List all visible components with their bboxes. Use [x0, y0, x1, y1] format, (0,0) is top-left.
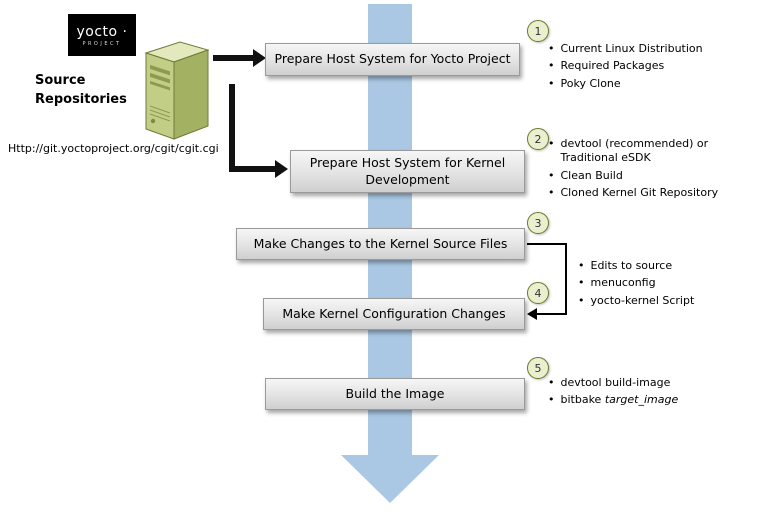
step-2-bullets: • devtool (recommended) or Traditional eS… — [548, 137, 733, 203]
step-box-3: Make Changes to the Kernel Source Files — [236, 228, 525, 260]
arrow-server-to-step1-shaft — [213, 55, 255, 61]
step-number-3: 3 — [527, 212, 549, 234]
bullet-marker: • — [548, 59, 555, 73]
step-box-5-label: Build the Image — [345, 385, 445, 401]
bullet-marker: • — [548, 137, 555, 150]
yocto-logo-text: yocto · — [76, 23, 128, 40]
bullet-item: • Poky Clone — [548, 77, 748, 91]
bullet-item: • devtool build-image — [548, 376, 748, 390]
arrow-server-to-step2-head — [275, 160, 288, 178]
bullet-marker: • — [548, 185, 555, 199]
bullet-item: • yocto-kernel Script — [578, 294, 748, 308]
bullet-item: • menuconfig — [578, 276, 748, 290]
bullet-marker: • — [548, 42, 555, 55]
bullet-marker: • — [578, 276, 585, 290]
yocto-logo-subtext: PROJECT — [82, 40, 122, 47]
bullet-text: yocto-kernel Script — [590, 293, 695, 307]
server-icon-svg — [144, 41, 210, 140]
step-number-5: 5 — [527, 357, 549, 379]
source-repositories-label: Source Repositories — [35, 72, 127, 110]
bullet-text: menuconfig — [590, 276, 656, 290]
step-box-1-label: Prepare Host System for Yocto Project — [274, 51, 511, 67]
source-repositories-url: Http://git.yoctoproject.org/cgit/cgit.cg… — [8, 142, 219, 155]
bullet-marker: • — [548, 76, 555, 90]
arrow-server-to-step2-vertical — [229, 84, 235, 172]
bracket-vertical — [565, 243, 567, 314]
bullet-marker: • — [548, 393, 555, 407]
bullet-item: • Current Linux Distribution — [548, 42, 748, 56]
source-repositories-line2: Repositories — [35, 91, 127, 107]
server-icon — [138, 36, 214, 146]
bullet-text: devtool (recommended) or Traditional eSD… — [560, 137, 709, 165]
bullet-marker: • — [548, 168, 555, 182]
bullet-item: • Required Packages — [548, 59, 748, 73]
bullet-text: devtool build-image — [560, 376, 671, 389]
bullet-text: Edits to source — [590, 259, 673, 272]
step-box-4: Make Kernel Configuration Changes — [263, 298, 525, 330]
step-5-bullets: • devtool build-image • bitbake target_ima… — [548, 376, 748, 411]
bullet-marker: • — [578, 259, 585, 272]
bullet-text: Clean Build — [560, 168, 623, 182]
source-repositories-line1: Source — [35, 73, 86, 88]
bullet-item: • devtool (recommended) or Traditional eS… — [548, 137, 733, 166]
steps-3-4-bullets: • Edits to source • menuconfig • yocto-kern… — [578, 259, 748, 311]
arrow-server-to-step2-horizontal — [229, 166, 277, 172]
bullet-marker: • — [578, 293, 585, 307]
step-box-5: Build the Image — [265, 378, 525, 410]
step-number-1: 1 — [527, 20, 549, 42]
step-box-3-label: Make Changes to the Kernel Source Files — [253, 235, 508, 251]
step-box-4-label: Make Kernel Configuration Changes — [282, 305, 506, 321]
bullet-text: Cloned Kernel Git Repository — [560, 185, 719, 199]
step-box-1: Prepare Host System for Yocto Project — [265, 43, 520, 76]
step-box-2-label: Prepare Host System for Kernel Developme… — [309, 155, 506, 187]
bracket-step4-bottom — [537, 313, 567, 315]
arrow-server-to-step1-head — [253, 49, 266, 67]
bullet-marker: • — [548, 376, 555, 389]
bullet-text: Poky Clone — [560, 76, 621, 90]
step-1-bullets: • Current Linux Distribution • Required Pa… — [548, 42, 748, 94]
flow-arrow-head — [341, 455, 439, 503]
bullet-item: • bitbake target_image — [548, 393, 748, 407]
bullet-text: Current Linux Distribution — [560, 42, 703, 55]
bracket-arrow-head — [527, 308, 537, 320]
bullet-item: • Edits to source — [578, 259, 748, 273]
bullet-text: Required Packages — [560, 59, 665, 73]
bullet-text: bitbake target_image — [561, 393, 679, 407]
step-number-2: 2 — [527, 128, 549, 150]
bitbake-prefix: bitbake — [560, 393, 605, 407]
bullet-item: • Cloned Kernel Git Repository — [548, 186, 733, 200]
yocto-logo: yocto · PROJECT — [68, 14, 136, 56]
step-number-4: 4 — [527, 282, 549, 304]
bitbake-target-image: target_image — [604, 393, 679, 407]
bullet-item: • Clean Build — [548, 169, 733, 183]
step-box-2: Prepare Host System for Kernel Developme… — [290, 150, 525, 193]
bracket-step3-top — [527, 243, 567, 245]
